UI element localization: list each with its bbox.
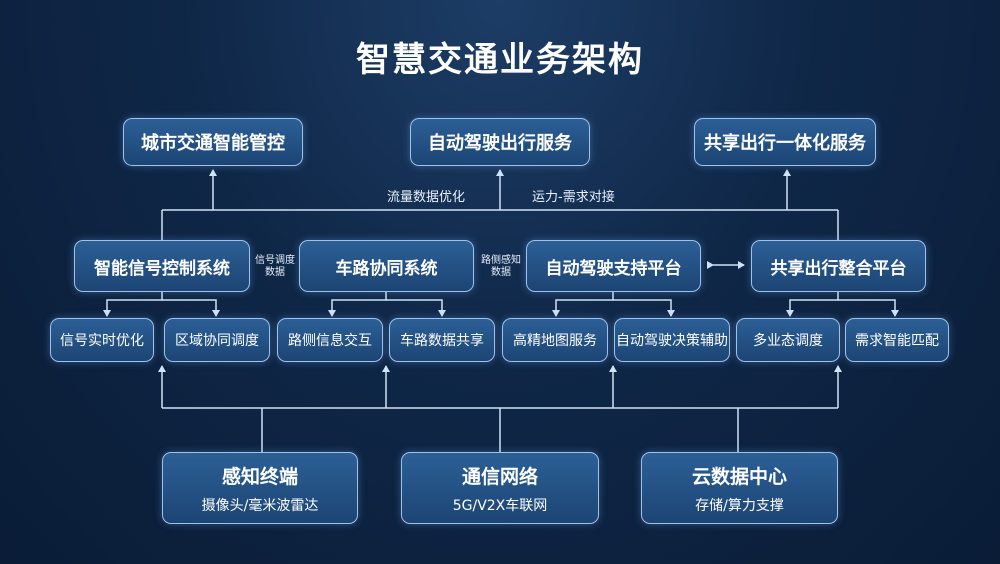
flow-label-traffic-optimization: 流量数据优化 xyxy=(387,190,466,205)
foundation-sensing-terminal: 感知终端 摄像头/毫米波雷达 xyxy=(162,452,358,524)
flow-label-capacity-demand: 运力-需求对接 xyxy=(532,190,615,205)
foundation-title: 感知终端 xyxy=(221,465,298,488)
function-hd-map: 高精地图服务 xyxy=(502,318,608,362)
link-label-line2: 数据 xyxy=(265,267,285,278)
service-shared-mobility: 共享出行一体化服务 xyxy=(694,118,876,166)
function-signal-optimization: 信号实时优化 xyxy=(50,318,154,362)
function-decision-assist: 自动驾驶决策辅助 xyxy=(614,318,730,362)
diagram-title: 智慧交通业务架构 xyxy=(356,40,644,80)
foundation-subtitle: 5G/V2X车联网 xyxy=(452,497,548,514)
platform-signal-control: 智能信号控制系统 xyxy=(74,240,250,292)
foundation-cloud-data-center: 云数据中心 存储/算力支撑 xyxy=(641,452,838,524)
function-regional-coordination: 区域协同调度 xyxy=(164,318,270,362)
platform-autonomous-support: 自动驾驶支持平台 xyxy=(526,240,701,292)
link-label-roadside-data: 路侧感知 数据 xyxy=(477,255,525,279)
foundation-communication-network: 通信网络 5G/V2X车联网 xyxy=(401,452,599,524)
foundation-title: 通信网络 xyxy=(461,465,538,488)
link-label-line1: 路侧感知 xyxy=(481,255,521,266)
foundation-subtitle: 存储/算力支撑 xyxy=(695,497,784,514)
platform-shared-integration: 共享出行整合平台 xyxy=(751,240,926,292)
link-label-line1: 信号调度 xyxy=(255,255,295,266)
link-label-signal-data: 信号调度 数据 xyxy=(252,255,298,279)
foundation-subtitle: 摄像头/毫米波雷达 xyxy=(201,497,319,514)
link-label-line2: 数据 xyxy=(491,267,511,278)
function-demand-matching: 需求智能匹配 xyxy=(845,318,949,362)
foundation-title: 云数据中心 xyxy=(691,465,787,488)
platform-vehicle-road: 车路协同系统 xyxy=(299,240,474,292)
service-autonomous-mobility: 自动驾驶出行服务 xyxy=(410,118,590,166)
function-data-sharing: 车路数据共享 xyxy=(389,318,495,362)
service-city-traffic: 城市交通智能管控 xyxy=(123,118,303,166)
function-roadside-interaction: 路侧信息交互 xyxy=(277,318,383,362)
function-multi-format-dispatch: 多业态调度 xyxy=(736,318,840,362)
